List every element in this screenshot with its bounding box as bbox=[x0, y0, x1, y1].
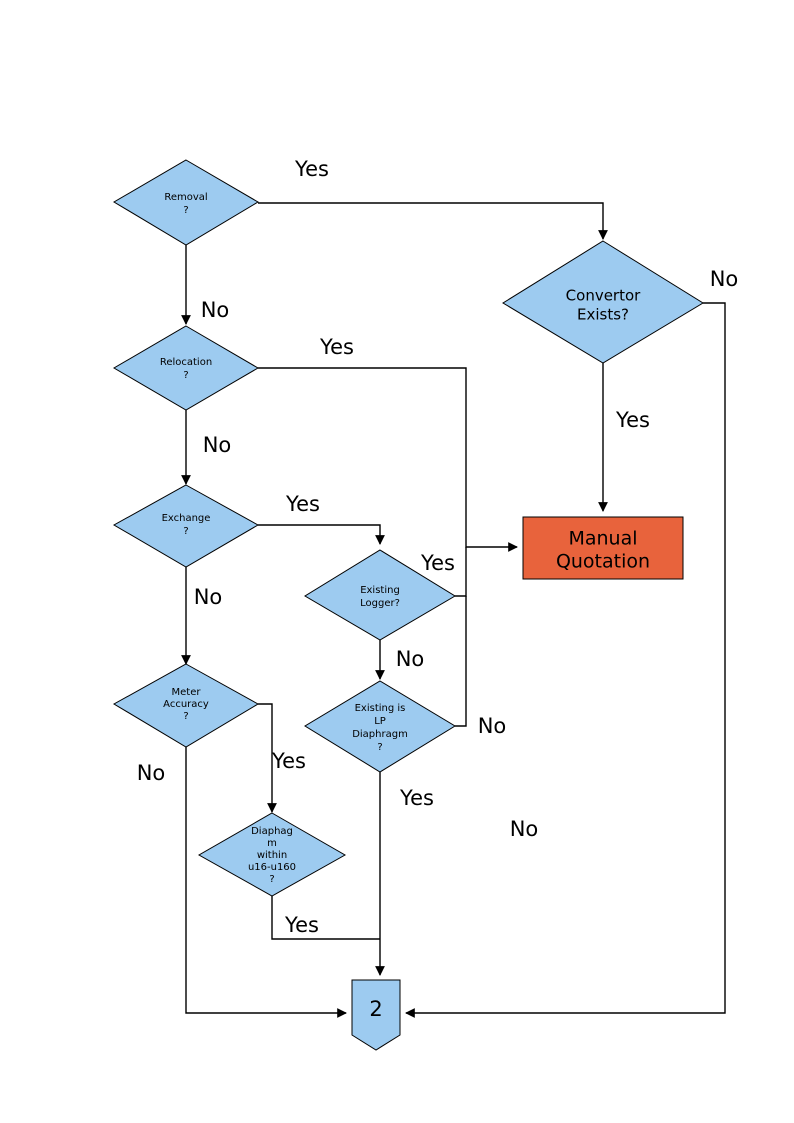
node-connector-2[interactable]: 2 bbox=[351, 979, 401, 1051]
connector-2-pentagon[interactable] bbox=[351, 979, 401, 1051]
existing-lp-diaphragm-diamond[interactable] bbox=[304, 680, 456, 773]
existing-logger-label-line1: Existing bbox=[360, 585, 400, 596]
edge-meter-yes bbox=[258, 703, 277, 813]
edge-label-relocation-yes: Yes bbox=[319, 335, 354, 359]
edge-label-relocation-no: No bbox=[203, 433, 232, 457]
existing-lp-label-line3: Diaphragm bbox=[352, 729, 408, 740]
meter-accuracy-label-line1: Meter bbox=[172, 687, 202, 698]
existing-lp-label-line2: LP bbox=[374, 716, 386, 727]
edge-diaphagm-yes bbox=[271, 895, 380, 940]
existing-logger-label-line2: Logger? bbox=[360, 598, 400, 609]
relocation-diamond[interactable] bbox=[113, 325, 259, 411]
edge-label-lp-yes: Yes bbox=[399, 786, 434, 810]
edge-label-meter-no: No bbox=[137, 761, 166, 785]
edge-label-logger-no: No bbox=[396, 647, 425, 671]
connector-2-label: 2 bbox=[369, 997, 382, 1021]
edge-exchange-yes bbox=[258, 524, 385, 545]
node-convertor-exists[interactable]: Convertor Exists? bbox=[502, 240, 704, 364]
edge-label-exchange-no: No bbox=[194, 585, 223, 609]
convertor-exists-label-line1: Convertor bbox=[566, 287, 641, 305]
meter-accuracy-label-line2: Accuracy bbox=[163, 699, 209, 710]
existing-logger-diamond[interactable] bbox=[304, 549, 456, 641]
exchange-label-line1: Exchange bbox=[162, 513, 211, 524]
manual-quotation-box[interactable] bbox=[522, 516, 684, 580]
convertor-exists-diamond[interactable] bbox=[502, 240, 704, 364]
manual-quotation-label-line2: Quotation bbox=[556, 551, 650, 573]
exchange-label-line2: ? bbox=[183, 526, 188, 537]
node-manual-quotation[interactable]: Manual Quotation bbox=[522, 516, 684, 580]
edge-removal-yes bbox=[258, 202, 608, 240]
meter-accuracy-diamond[interactable] bbox=[112, 663, 260, 748]
node-diaphagm-range[interactable]: Diaphag m within u16-u160 ? bbox=[197, 812, 347, 897]
existing-lp-label-line1: Existing is bbox=[355, 703, 406, 714]
relocation-label-line2: ? bbox=[183, 370, 188, 381]
edge-label-convertor-yes: Yes bbox=[615, 408, 650, 432]
node-removal[interactable]: Removal ? bbox=[113, 159, 259, 246]
edge-label-removal-no: No bbox=[201, 298, 230, 322]
removal-label-line2: ? bbox=[183, 205, 188, 216]
diaphagm-label-line2: m bbox=[267, 838, 277, 849]
diaphagm-range-diamond[interactable] bbox=[197, 812, 347, 897]
diaphagm-label-line5: ? bbox=[269, 874, 274, 885]
edge-label-convertor-no: No bbox=[710, 267, 739, 291]
removal-diamond[interactable] bbox=[113, 159, 259, 246]
edge-convertor-no bbox=[405, 302, 726, 1018]
edge-relocation-yes bbox=[258, 367, 518, 552]
diaphagm-label-line1: Diaphag bbox=[251, 826, 293, 837]
edge-label-diaphagm-yes: Yes bbox=[284, 913, 319, 937]
manual-quotation-label-line1: Manual bbox=[568, 528, 637, 550]
edge-label-meter-yes: Yes bbox=[271, 749, 306, 773]
node-meter-accuracy[interactable]: Meter Accuracy ? bbox=[112, 663, 260, 748]
removal-label-line1: Removal bbox=[164, 192, 207, 203]
edge-label-convertor-no-bottom: No bbox=[510, 817, 539, 841]
diaphagm-label-line4: u16-u160 bbox=[248, 862, 296, 873]
relocation-label-line1: Relocation bbox=[160, 357, 212, 368]
node-exchange[interactable]: Exchange ? bbox=[112, 484, 260, 568]
edge-logger-yes bbox=[455, 547, 467, 597]
convertor-exists-label-line2: Exists? bbox=[577, 306, 629, 324]
edge-lp-no bbox=[455, 596, 467, 727]
node-existing-logger[interactable]: Existing Logger? bbox=[304, 549, 456, 641]
edge-label-removal-yes: Yes bbox=[294, 157, 329, 181]
exchange-diamond[interactable] bbox=[112, 484, 260, 568]
node-relocation[interactable]: Relocation ? bbox=[113, 325, 259, 411]
meter-accuracy-label-line3: ? bbox=[183, 711, 188, 722]
edge-label-logger-yes: Yes bbox=[420, 551, 455, 575]
node-existing-lp-diaphragm[interactable]: Existing is LP Diaphragm ? bbox=[304, 680, 456, 773]
edge-label-exchange-yes: Yes bbox=[285, 492, 320, 516]
diaphagm-label-line3: within bbox=[257, 850, 287, 861]
existing-lp-label-line4: ? bbox=[377, 742, 382, 753]
edge-meter-no bbox=[185, 747, 347, 1018]
edge-label-lp-no: No bbox=[478, 714, 507, 738]
